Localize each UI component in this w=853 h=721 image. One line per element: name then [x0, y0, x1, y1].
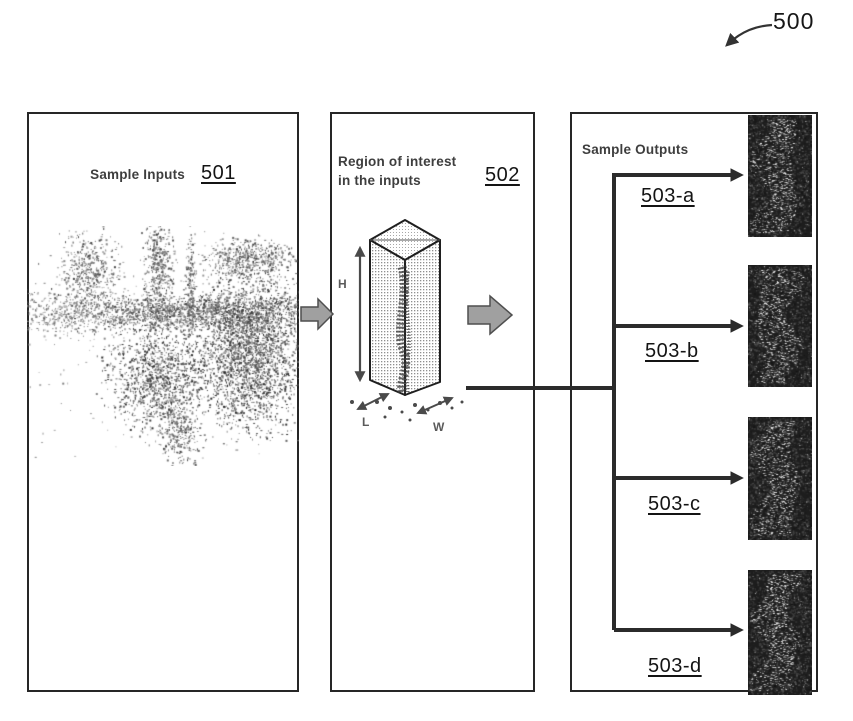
panel-sample-outputs: Sample Outputs 503-a 503-b 503-c 503-d: [570, 112, 818, 695]
ref-number-502: 502: [485, 164, 520, 186]
panel-inputs-title: Sample Inputs: [90, 167, 185, 182]
block-arrow-right-icon-1: [300, 297, 335, 331]
figure-pointer-curved-arrow-icon: [725, 23, 773, 47]
roi-cuboid-diagram: H L W: [338, 219, 464, 434]
ref-number-503-b: 503-b: [645, 340, 699, 362]
panel-outputs-title: Sample Outputs: [582, 142, 689, 157]
panel-region-of-interest: Region of interest in the inputs 502: [330, 112, 535, 692]
output-thumbnail-d: [748, 570, 812, 695]
dimension-arrows: [354, 245, 454, 415]
width-arrow-icon: [416, 396, 454, 415]
output-thumbnail-b: [748, 265, 812, 387]
ref-number-503-c: 503-c: [648, 493, 701, 515]
panel-roi-title: Region of interest in the inputs: [338, 152, 488, 190]
panel-inputs-header: Sample Inputs 501: [29, 162, 297, 185]
point-cloud-image: [27, 226, 299, 466]
figure-number-label: 500: [773, 8, 815, 34]
length-arrow-icon: [356, 393, 390, 410]
height-dimension-label: H: [338, 277, 347, 291]
width-dimension-label: W: [433, 420, 445, 434]
cuboid-box: [369, 219, 441, 396]
output-thumbnail-a: [748, 115, 812, 237]
length-dimension-label: L: [362, 415, 369, 429]
ref-number-503-d: 503-d: [648, 655, 702, 677]
ref-number-503-a: 503-a: [641, 185, 695, 207]
panel-roi-title-line1: Region of interest: [338, 154, 457, 169]
panel-roi-title-line2: in the inputs: [338, 173, 421, 188]
cuboid-point-cluster: [396, 260, 411, 395]
ref-number-501: 501: [201, 162, 236, 184]
output-thumbnail-c: [748, 417, 812, 540]
panel-sample-inputs: Sample Inputs 501: [27, 112, 299, 692]
